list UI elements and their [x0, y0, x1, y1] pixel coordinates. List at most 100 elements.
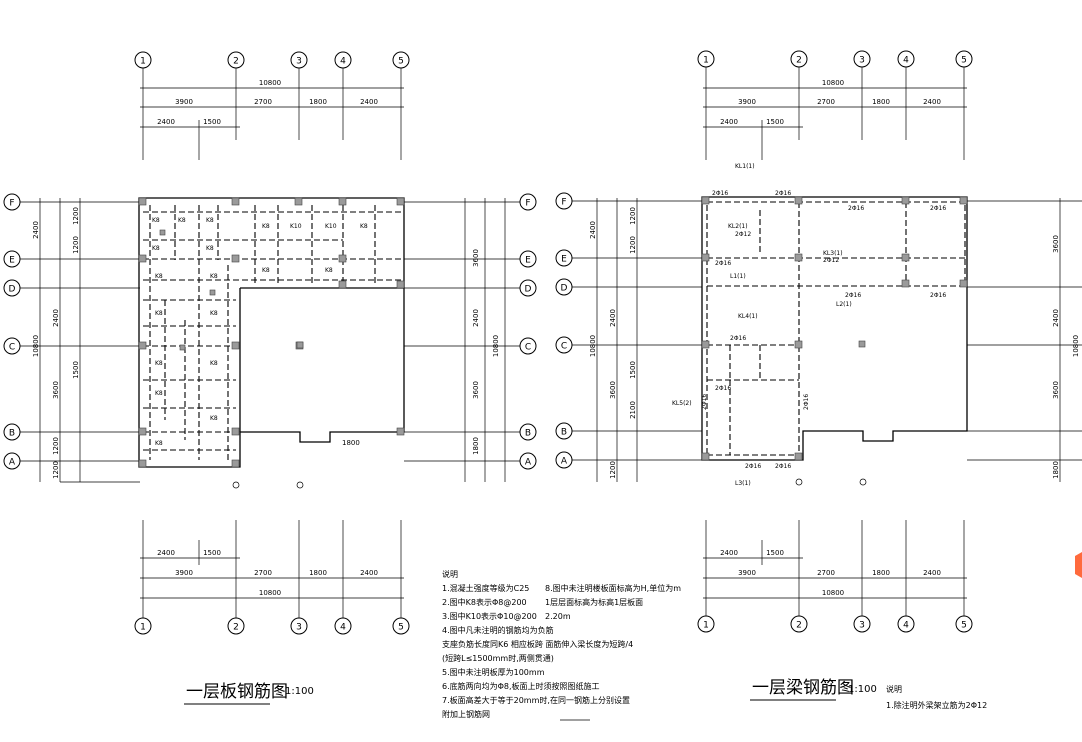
svg-text:(短跨L≤1500mm时,两侧贯通): (短跨L≤1500mm时,两侧贯通)	[442, 653, 554, 663]
svg-text:2400: 2400	[720, 118, 738, 126]
svg-text:3: 3	[859, 56, 865, 66]
left-plan-scale: 1:100	[285, 686, 314, 697]
svg-text:2700: 2700	[254, 569, 272, 577]
svg-text:2400: 2400	[1052, 309, 1060, 327]
svg-text:1.混凝土强度等级为C25: 1.混凝土强度等级为C25	[442, 583, 529, 593]
svg-text:KL2(1): KL2(1)	[728, 223, 748, 230]
svg-text:1500: 1500	[72, 361, 80, 379]
dim-total-top: 10800	[259, 79, 281, 87]
svg-text:2Φ16: 2Φ16	[715, 260, 731, 267]
svg-text:E: E	[561, 255, 567, 265]
svg-text:2400: 2400	[923, 98, 941, 106]
svg-text:2Φ12: 2Φ12	[735, 231, 751, 238]
svg-text:K8: K8	[178, 217, 186, 224]
svg-text:10800: 10800	[822, 79, 844, 87]
svg-text:B: B	[525, 429, 531, 439]
left-top-axis-bubbles: 1 2 3 4 5	[134, 51, 410, 69]
svg-text:2.20m: 2.20m	[545, 612, 571, 621]
svg-text:2400: 2400	[720, 549, 738, 557]
svg-text:2Φ16: 2Φ16	[848, 205, 864, 212]
svg-text:2400: 2400	[609, 309, 617, 327]
svg-text:F: F	[525, 199, 530, 209]
svg-text:D: D	[561, 284, 568, 294]
general-notes: 说明 1.混凝土强度等级为C25 2.图中K8表示Φ8@200 3.图中K10表…	[442, 569, 681, 721]
svg-text:3600: 3600	[1052, 235, 1060, 253]
svg-text:4: 4	[903, 621, 909, 631]
svg-text:2Φ16: 2Φ16	[803, 394, 810, 410]
svg-text:1: 1	[140, 623, 146, 633]
dim-left-3: 3600	[52, 381, 60, 399]
svg-text:附加上钢筋网: 附加上钢筋网	[442, 709, 490, 719]
svg-text:2400: 2400	[472, 309, 480, 327]
svg-text:10800: 10800	[1072, 335, 1080, 357]
svg-text:5: 5	[961, 621, 967, 631]
svg-text:K8: K8	[155, 310, 163, 317]
svg-text:2Φ16: 2Φ16	[730, 335, 746, 342]
right-top-dimensions: 10800 3900 2700 1800 2400 2400 1500	[703, 67, 967, 160]
svg-text:3600: 3600	[609, 381, 617, 399]
svg-text:10800: 10800	[259, 589, 281, 597]
svg-text:2Φ16: 2Φ16	[745, 463, 761, 470]
svg-text:1500: 1500	[766, 549, 784, 557]
right-bottom-axis: 2400 1500 3900 2700 1800 2400 10800 1 2 …	[697, 520, 973, 633]
svg-text:1500: 1500	[203, 549, 221, 557]
svg-text:10800: 10800	[589, 335, 597, 357]
svg-text:K8: K8	[325, 267, 333, 274]
axis-label-A: A	[9, 458, 16, 468]
svg-text:1200: 1200	[72, 207, 80, 225]
svg-text:5.图中未注明板厚为100mm: 5.图中未注明板厚为100mm	[442, 667, 545, 677]
svg-text:2700: 2700	[817, 98, 835, 106]
svg-text:B: B	[561, 428, 567, 438]
svg-text:1800: 1800	[309, 569, 327, 577]
svg-text:2: 2	[796, 621, 802, 631]
svg-text:A: A	[561, 457, 568, 467]
svg-text:C: C	[561, 342, 567, 352]
svg-text:4: 4	[903, 56, 909, 66]
svg-text:K8: K8	[262, 223, 270, 230]
svg-text:2Φ16: 2Φ16	[845, 292, 861, 299]
svg-text:D: D	[525, 285, 532, 295]
svg-text:2: 2	[796, 56, 802, 66]
left-slab-dashes	[143, 205, 401, 460]
axis-label-3: 3	[296, 57, 302, 67]
svg-text:2700: 2700	[817, 569, 835, 577]
left-plan-title: 一层板钢筋图	[186, 682, 288, 702]
svg-text:K8: K8	[262, 267, 270, 274]
left-bottom-axis: 2400 1500 3900 2700 1800 2400 10800 1 2 …	[134, 520, 410, 635]
svg-text:L3(1): L3(1)	[735, 480, 751, 487]
svg-text:KL3(1): KL3(1)	[823, 250, 843, 257]
left-plan-right-axis: F E D C B A 3600 2400 3600 1800 10800	[404, 193, 537, 482]
svg-text:1800: 1800	[872, 569, 890, 577]
right-plan-scale: 1:100	[848, 684, 877, 695]
axis-label-F: F	[9, 199, 14, 209]
right-columns	[701, 196, 968, 461]
edge-mark	[1075, 552, 1082, 578]
svg-text:K8: K8	[360, 223, 368, 230]
svg-text:2400: 2400	[360, 569, 378, 577]
svg-text:10800: 10800	[492, 335, 500, 357]
svg-text:1200: 1200	[609, 461, 617, 479]
svg-text:1800: 1800	[472, 437, 480, 455]
svg-text:2Φ16: 2Φ16	[701, 394, 708, 410]
svg-text:2400: 2400	[923, 569, 941, 577]
svg-text:K10: K10	[325, 223, 337, 230]
svg-text:K8: K8	[155, 360, 163, 367]
svg-text:K8: K8	[210, 310, 218, 317]
svg-text:5: 5	[961, 56, 967, 66]
svg-text:1500: 1500	[766, 118, 784, 126]
svg-text:1800: 1800	[1052, 461, 1060, 479]
right-right-dims: 3600 2400 3600 1800 10800	[967, 198, 1082, 482]
svg-text:L1(1): L1(1)	[730, 273, 746, 280]
svg-text:2100: 2100	[629, 401, 637, 419]
svg-text:2400: 2400	[589, 221, 597, 239]
dim-left-1: 2400	[32, 221, 40, 239]
svg-text:4: 4	[340, 623, 346, 633]
left-top-dimensions: 10800 3900 2700 1800 2400 2400 1500	[140, 68, 404, 160]
svg-text:KL5(2): KL5(2)	[672, 400, 692, 407]
axis-label-4: 4	[340, 57, 346, 67]
svg-text:3.图中K10表示Φ10@200: 3.图中K10表示Φ10@200	[442, 611, 537, 621]
dim-left-2: 2400	[52, 309, 60, 327]
svg-text:2Φ12: 2Φ12	[823, 257, 839, 264]
svg-text:3900: 3900	[738, 569, 756, 577]
